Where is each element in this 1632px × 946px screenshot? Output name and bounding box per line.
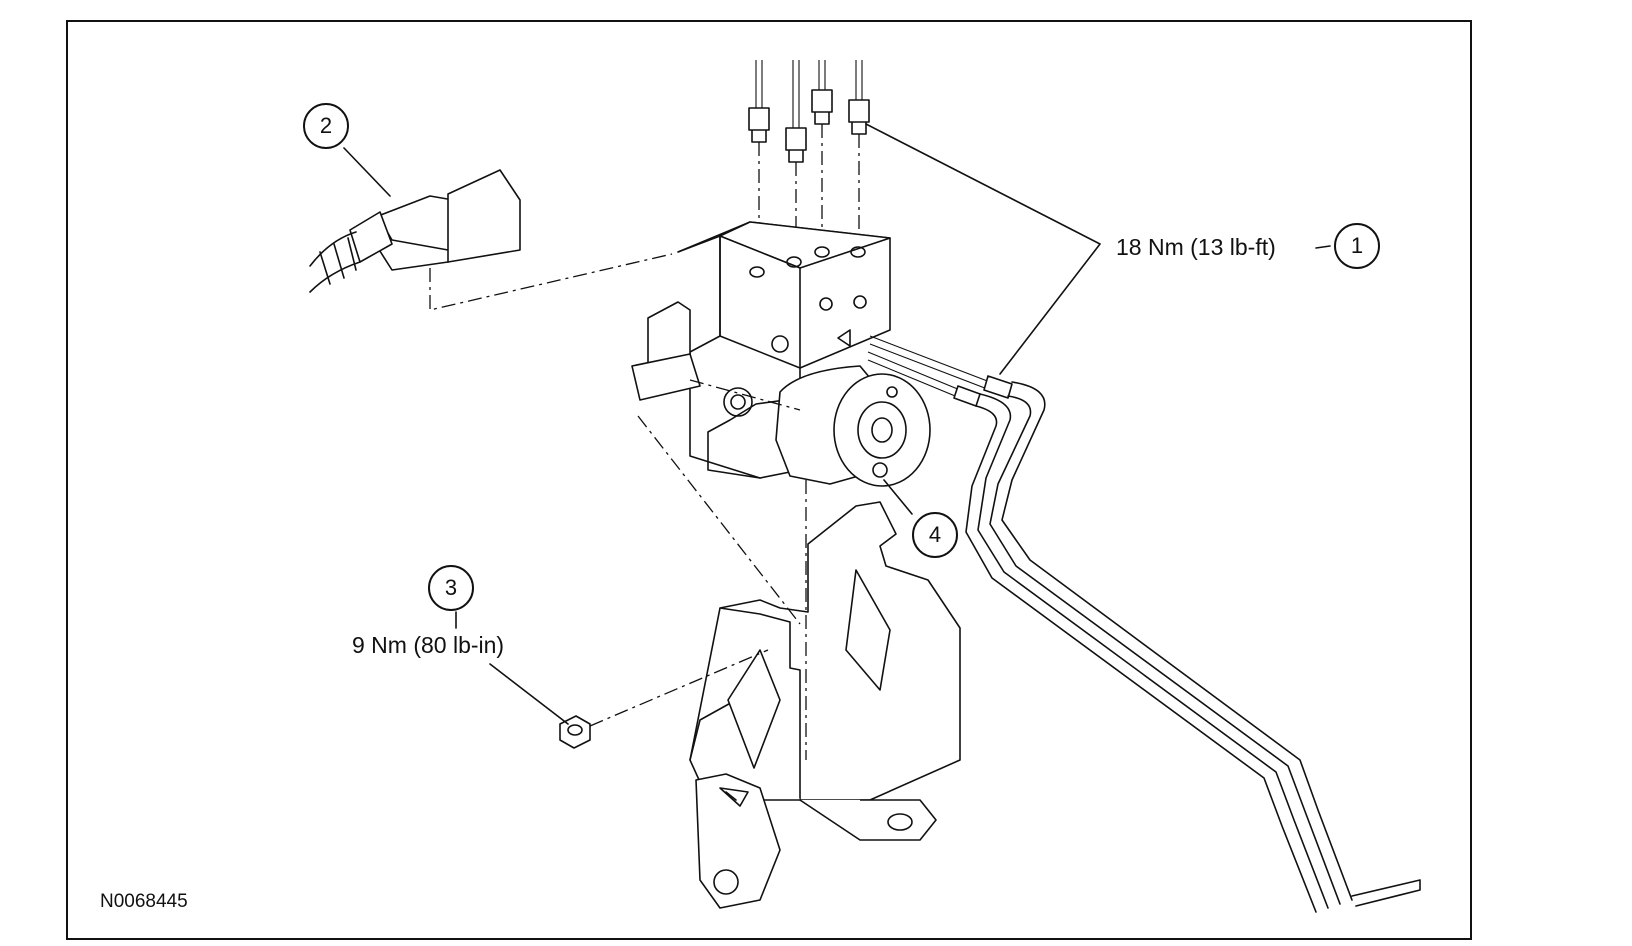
callout-4-number: 4 [928, 522, 942, 547]
figure-id: N0068445 [100, 891, 188, 912]
electrical-connector [309, 169, 673, 311]
torque-label-3: 9 Nm (80 lb-in) [352, 632, 505, 658]
callout-leaders [343, 123, 1331, 725]
callout-2: 2 [303, 103, 349, 149]
callout-3: 3 [428, 565, 474, 611]
torque-label-1: 18 Nm (13 lb-ft) [1116, 234, 1276, 260]
pump-motor [775, 365, 931, 487]
callout-4: 4 [912, 512, 958, 558]
callout-1: 1 [1334, 223, 1380, 269]
mounting-bracket [637, 379, 961, 909]
callout-1-number: 1 [1350, 233, 1364, 258]
hydraulic-control-unit [631, 221, 891, 479]
callout-2-number: 2 [319, 113, 333, 138]
brake-tube-assembly-right [867, 335, 1421, 913]
brake-tubes-top [748, 60, 870, 262]
callout-3-number: 3 [444, 575, 458, 600]
